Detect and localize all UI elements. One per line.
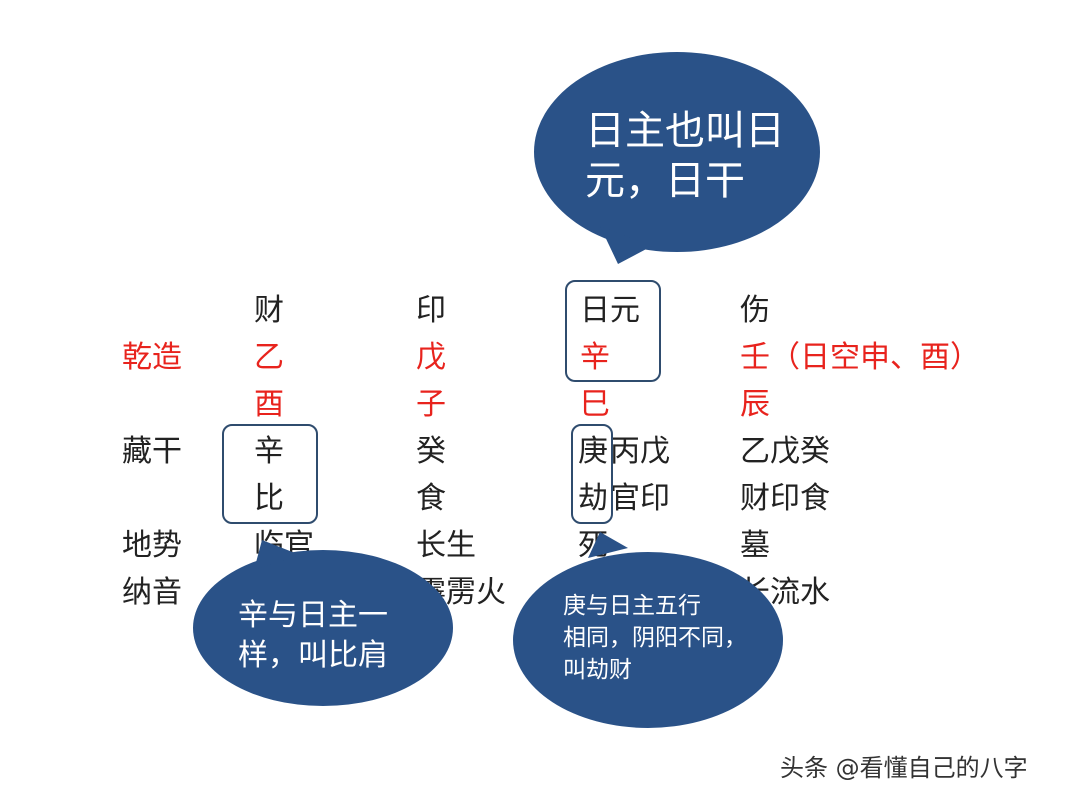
ten-god-col3-first: 劫 bbox=[578, 481, 608, 516]
branch-col1: 酉 bbox=[254, 387, 284, 422]
stems-row-label: 乾造 bbox=[122, 340, 182, 375]
terrain-col4: 墓 bbox=[740, 528, 770, 563]
ten-god-col4: 财印食 bbox=[740, 481, 830, 516]
hidden-stems-label: 藏干 bbox=[122, 434, 182, 469]
header-col3: 日元 bbox=[580, 293, 640, 328]
stem-col2: 戊 bbox=[416, 340, 446, 375]
branch-col3: 巳 bbox=[580, 387, 610, 422]
header-col2: 印 bbox=[416, 293, 446, 328]
hidden-stem-col3-first: 庚 bbox=[578, 434, 608, 469]
terrain-label: 地势 bbox=[122, 528, 182, 563]
hidden-stem-col2: 癸 bbox=[416, 434, 446, 469]
hidden-stem-col4: 乙戊癸 bbox=[740, 434, 830, 469]
jiecai-bubble-text: 庚与日主五行 相同，阴阳不同， 叫劫财 bbox=[563, 593, 747, 683]
header-col1: 财 bbox=[254, 293, 284, 328]
header-col4: 伤 bbox=[740, 293, 770, 328]
stem-col3: 辛 bbox=[580, 340, 610, 375]
ten-god-col1: 比 bbox=[254, 481, 284, 516]
jiecai-highlight-box bbox=[571, 424, 613, 524]
day-master-bubble-text: 日主也叫日 元，日干 bbox=[585, 108, 785, 204]
hidden-stem-col1: 辛 bbox=[254, 434, 284, 469]
ten-god-col3-rest: 官印 bbox=[610, 481, 670, 516]
watermark: 头条 @看懂自己的八字 bbox=[780, 754, 1028, 782]
branch-col2: 子 bbox=[416, 387, 446, 422]
terrain-col2: 长生 bbox=[416, 528, 476, 563]
stem-col4: 壬（日空申、酉） bbox=[740, 340, 980, 375]
jiecai-bubble bbox=[513, 532, 783, 728]
stem-col1: 乙 bbox=[254, 340, 284, 375]
day-master-bubble bbox=[534, 52, 820, 264]
ten-god-col2: 食 bbox=[416, 481, 446, 516]
bijian-bubble bbox=[193, 540, 453, 706]
bijian-bubble-text: 辛与日主一 样，叫比肩 bbox=[238, 598, 388, 673]
hidden-stem-col3-rest: 丙戊 bbox=[610, 434, 670, 469]
day-master-highlight-box bbox=[565, 280, 661, 382]
bijian-highlight-box bbox=[222, 424, 318, 524]
branch-col4: 辰 bbox=[740, 387, 770, 422]
nayin-label: 纳音 bbox=[122, 575, 182, 610]
